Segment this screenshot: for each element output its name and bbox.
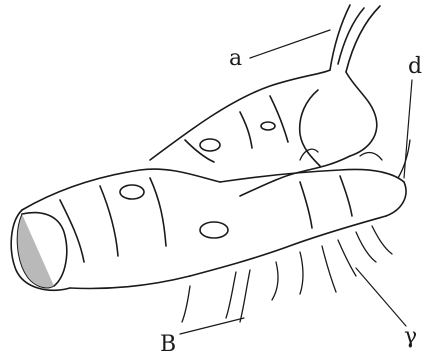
stem (330, 5, 380, 72)
bud-scar (120, 185, 144, 199)
leader-d (404, 80, 412, 178)
label-d: d (408, 56, 422, 78)
leader-lines (180, 30, 412, 334)
upper-rhizome (150, 70, 377, 196)
leader-g (356, 268, 406, 326)
label-a: a (229, 48, 242, 70)
main-rhizome (22, 169, 406, 288)
roots (182, 140, 410, 322)
leader-a (250, 30, 330, 58)
bud-scar (200, 222, 228, 238)
bud-scar (200, 139, 220, 151)
label-gamma: γ (404, 326, 417, 348)
leader-b (180, 318, 244, 334)
cut-end (11, 210, 70, 290)
label-b: B (160, 334, 176, 356)
